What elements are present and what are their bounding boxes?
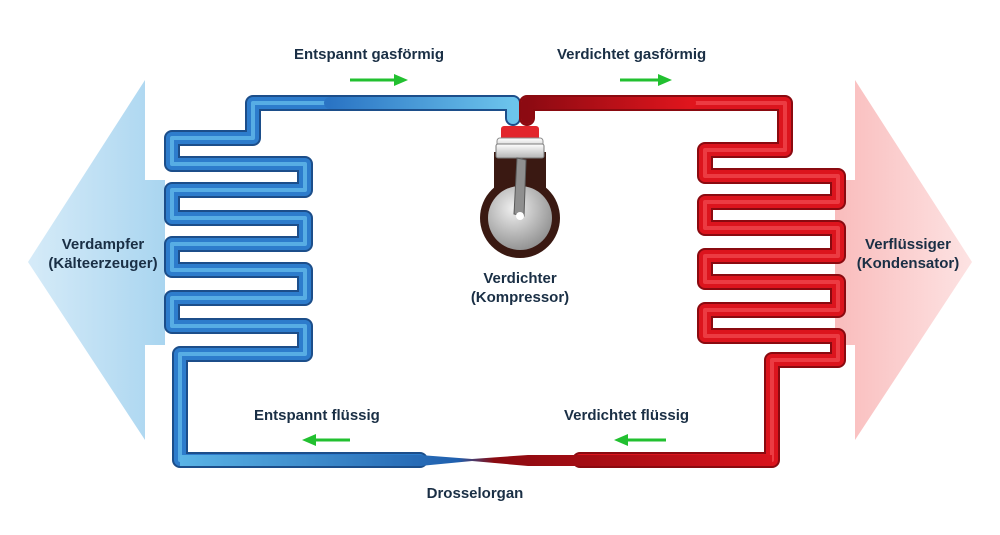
compressor-name: Verdichter <box>483 270 557 287</box>
label-condenser: Verflüssiger (Kondensator) <box>840 235 976 273</box>
flow-arrow-top-left <box>350 74 408 86</box>
label-top-left: Entspannt gasförmig <box>294 46 445 63</box>
evaporator-subtitle: (Kälteerzeuger) <box>48 255 158 272</box>
condenser-subtitle: (Kondensator) <box>856 255 960 272</box>
flow-arrow-bottom-left <box>302 434 350 446</box>
label-throttle: Drosselorgan <box>426 485 524 502</box>
label-evaporator: Verdampfer (Kälteerzeuger) <box>28 235 178 273</box>
evaporator-halo-arrow <box>28 80 165 440</box>
flow-arrow-bottom-right <box>614 434 666 446</box>
condenser-halo-arrow <box>835 80 972 440</box>
label-bottom-right: Verdichtet flüssig <box>564 407 690 424</box>
evaporator-name: Verdampfer <box>61 236 145 253</box>
flow-arrow-top-right <box>620 74 672 86</box>
label-top-right: Verdichtet gasförmig <box>557 46 707 63</box>
compressor-subtitle: (Kompressor) <box>470 289 570 306</box>
compressor-icon <box>480 126 560 258</box>
label-bottom-left: Entspannt flüssig <box>254 407 380 424</box>
throttle-pipe <box>180 455 772 466</box>
condenser-name: Verflüssiger <box>865 236 951 253</box>
label-compressor: Verdichter (Kompressor) <box>450 269 590 307</box>
